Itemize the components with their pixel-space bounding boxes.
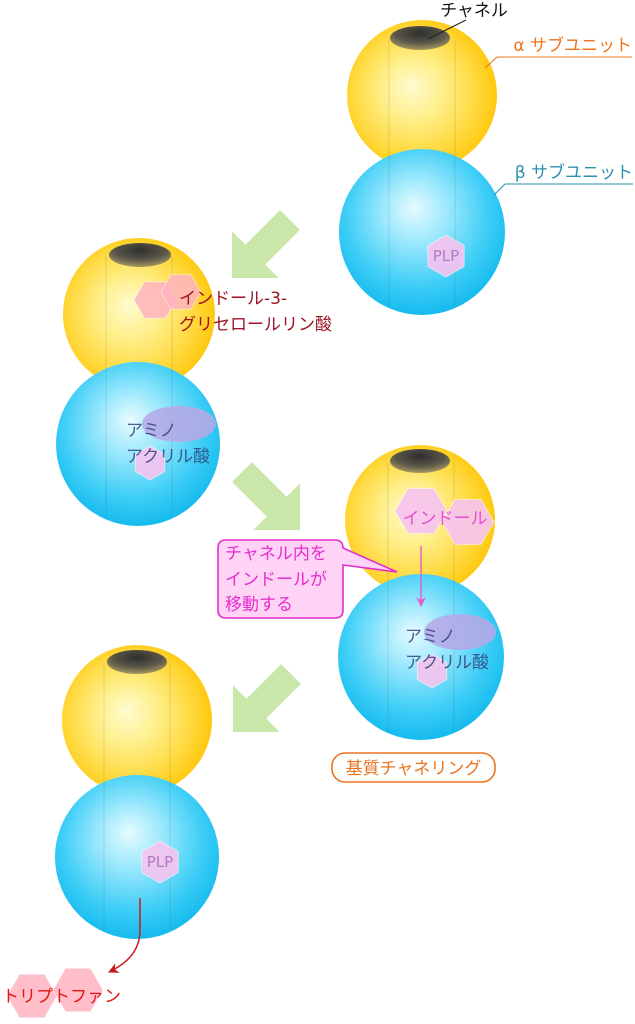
channel-opening — [109, 243, 171, 267]
aminoacrylate-label-line-2: アクリル酸 — [405, 653, 489, 673]
indole-3-glycerol-phosphate-label-line-2: グリセロールリン酸 — [179, 315, 332, 335]
stage-1-resting-enzyme: PLP チャネル α サブユニット β サブユニット — [339, 1, 633, 315]
product-ring-hexagon — [52, 967, 104, 1013]
indole-ring-hexagon — [394, 488, 448, 534]
channel-opening — [107, 650, 167, 674]
indole-molecule — [394, 488, 495, 545]
product-ring-hexagon — [6, 973, 58, 1019]
plp-cofactor-hexagon — [134, 445, 166, 481]
alpha-subunit-label: α サブユニット — [513, 35, 632, 56]
beta-subunit-sphere — [56, 362, 220, 526]
indole-3-glycerol-phosphate-molecule — [133, 274, 202, 319]
indole-3-glycerol-phosphate-label-line-1: インドール-3- — [179, 289, 287, 309]
substrate-channeling-caption: 基質チャネリング — [346, 759, 482, 779]
stage-2-substrate-binding: インドール-3- グリセロールリン酸 アミノ アクリル酸 — [56, 238, 332, 526]
aminoacrylate-label-line-1: アミノ — [405, 627, 456, 647]
channel-leader-line — [427, 19, 467, 40]
aminoacrylate-blob — [424, 614, 496, 650]
substrate-channeling-caption-box — [331, 752, 496, 783]
alpha-subunit-sphere — [347, 20, 497, 170]
callout-line-1: チャネル内を — [225, 544, 327, 564]
alpha-subunit-leader-line — [484, 56, 498, 69]
stage-4-product-release: PLP トリプトファン — [2, 645, 219, 1019]
channel-opening — [390, 26, 450, 50]
plp-cofactor-hexagon — [416, 653, 448, 689]
aminoacrylate-label-line-2: アクリル酸 — [126, 447, 210, 467]
beta-subunit-sphere — [55, 775, 219, 939]
aminoacrylate-blob — [142, 406, 216, 442]
channel-label: チャネル — [440, 1, 508, 21]
plp-cofactor-hexagon — [427, 234, 465, 278]
product-release-arrow — [108, 898, 141, 973]
tryptophan-molecule — [6, 967, 104, 1019]
callout-line-2: インドールが — [225, 570, 327, 590]
indole-label: インドール — [403, 509, 488, 529]
beta-subunit-leader-line — [493, 183, 506, 196]
channel-transfer-callout — [217, 539, 398, 619]
beta-subunit-sphere — [339, 149, 505, 315]
channel-opening — [390, 449, 450, 473]
tryptophan-label: トリプトファン — [2, 987, 121, 1007]
callout-line-3: 移動する — [225, 595, 293, 615]
plp-label: PLP — [433, 247, 459, 265]
plp-label: PLP — [147, 853, 173, 871]
step-arrow-1 — [232, 210, 300, 278]
beta-subunit-label: β サブユニット — [515, 162, 633, 183]
step-arrow-3 — [233, 664, 301, 732]
alpha-subunit-sphere — [62, 645, 212, 795]
plp-cofactor-hexagon — [141, 840, 179, 884]
stage-3-substrate-channeling: インドール チャネル内を インドールが 移動する アミノ アクリル酸 基質チャネ… — [217, 445, 504, 783]
aminoacrylate-label-line-1: アミノ — [126, 421, 177, 441]
step-arrow-2 — [232, 462, 300, 530]
indole-ring-hexagon — [441, 499, 495, 545]
substrate-ring-hexagon — [160, 274, 202, 310]
